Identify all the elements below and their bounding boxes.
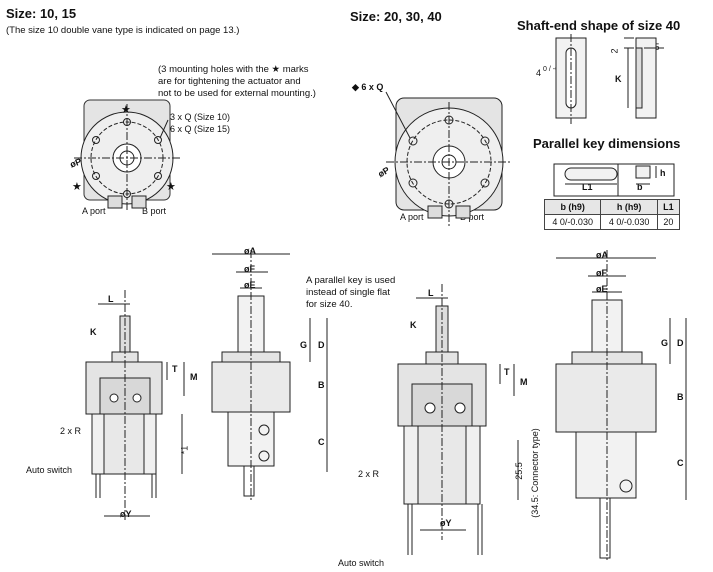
left-side-dim-g: G <box>300 340 308 350</box>
middle-top-view <box>385 91 512 226</box>
middle-size-title: Size: 20, 30, 40 <box>350 9 442 24</box>
shaft-end-drawing <box>555 34 664 124</box>
right-side-view <box>555 250 687 560</box>
left-a-port-label: A port <box>82 206 106 216</box>
left-dim-k: K <box>90 327 97 337</box>
left-phi-y-label: øY <box>120 509 132 519</box>
middle-dim-m: M <box>520 377 528 387</box>
middle-dim-l: L <box>428 288 434 298</box>
left-auto-switch-label: Auto switch <box>26 465 73 475</box>
middle-front-view <box>397 284 519 555</box>
pk-l1-label: L1 <box>582 182 593 192</box>
middle-six-q-label: ◆ 6 x Q <box>352 82 384 92</box>
left-side-phi-a: øA <box>244 246 256 256</box>
star-mark-left: ★ <box>72 181 82 193</box>
left-side-dim-b: B <box>318 380 325 390</box>
left-size-title: Size: 10, 15 <box>6 6 77 21</box>
middle-b-port-label: B port <box>460 212 485 222</box>
pk-cell-b: 4 0/-0.030 <box>543 214 602 230</box>
mounting-note-line2: are for tightening the actuator and <box>158 76 301 87</box>
pk-header-b: b (h9) <box>543 199 602 215</box>
mounting-note-line3: not to be used for external mounting.) <box>158 88 316 99</box>
parallel-key-title: Parallel key dimensions <box>533 136 681 151</box>
parallel-key-note-line2: instead of single flat <box>306 287 390 298</box>
parallel-key-note-line3: for size 40. <box>306 299 353 310</box>
q-size15-label: 6 x Q (Size 15) <box>170 124 231 134</box>
middle-a-port-label: A port <box>400 212 424 222</box>
right-side-phi-e: øE <box>596 284 608 294</box>
q-size10-label: 3 x Q (Size 10) <box>170 112 231 122</box>
right-side-dim-g: G <box>661 338 669 348</box>
left-two-r-label: 2 x R <box>60 426 82 436</box>
parallel-key-note-line1: A parallel key is used <box>306 275 396 286</box>
pk-header-l1: L1 <box>656 199 681 215</box>
star-mark-right: ★ <box>166 181 176 193</box>
right-side-phi-a: øA <box>596 250 608 260</box>
pk-cell-h: 4 0/-0.030 <box>600 214 658 230</box>
middle-dim-t: T <box>504 367 510 377</box>
left-side-dim-c: C <box>318 437 325 447</box>
right-side-dim-b: B <box>677 392 684 402</box>
left-dim-t: T <box>172 364 178 374</box>
parallel-key-drawing <box>553 163 675 197</box>
middle-phi-y-label: øY <box>440 518 452 528</box>
middle-auto-switch-label: Auto switch <box>338 558 385 568</box>
left-top-view <box>74 99 180 212</box>
left-dim-m: M <box>190 372 198 382</box>
left-b-port-label: B port <box>142 206 167 216</box>
left-side-dim-d: D <box>318 340 325 350</box>
left-side-phi-e: øE <box>244 280 256 290</box>
star-mark-top: ★ <box>121 104 131 116</box>
mounting-note-line1: (3 mounting holes with the ★ marks <box>158 64 309 75</box>
middle-dim-k: K <box>410 320 417 330</box>
shaft-k-label: K <box>615 74 622 84</box>
left-side-phi-f: øF <box>244 264 255 274</box>
left-side-view <box>211 250 328 500</box>
dim-4: 4 <box>536 68 542 78</box>
right-side-dim-c: C <box>677 458 684 468</box>
left-subtitle: (The size 10 double vane type is indicat… <box>6 25 240 36</box>
right-side-dim-d: D <box>677 338 684 348</box>
pk-h-label: h <box>660 168 666 178</box>
shaft-end-title: Shaft-end shape of size 40 <box>517 18 681 33</box>
left-front-view <box>85 290 185 520</box>
left-dim-l: L <box>108 294 114 304</box>
parallel-key-table: b (h9) h (h9) L1 4 0/-0.030 4 0/-0.030 2… <box>543 199 681 230</box>
pk-b-label: b <box>637 182 643 192</box>
right-side-phi-f: øF <box>596 268 607 278</box>
middle-two-r-label: 2 x R <box>358 469 380 479</box>
pk-cell-l1: 20 <box>656 214 681 230</box>
